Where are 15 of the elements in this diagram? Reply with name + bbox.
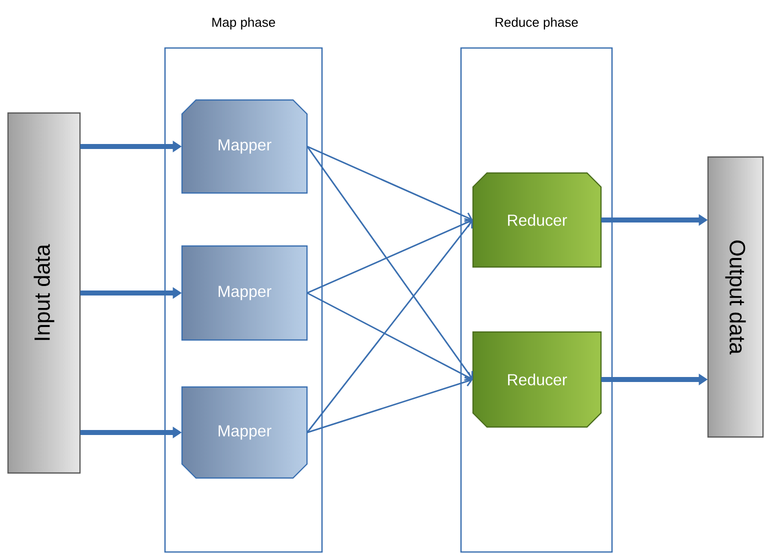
data-box: Output data: [707, 156, 764, 438]
reducer-box: Reducer: [472, 331, 602, 428]
arrow: [306, 220, 473, 433]
mapper-box: Mapper: [181, 386, 308, 479]
arrow: [306, 376, 473, 434]
arrow: [306, 292, 473, 381]
mapper-box: Mapper: [181, 245, 308, 341]
node-label: Map phase: [212, 17, 276, 30]
arrow: [306, 218, 473, 294]
mapper-box: Mapper: [181, 99, 308, 194]
arrow: [306, 146, 474, 380]
arrow: [306, 146, 473, 222]
node-label: Reduce phase: [496, 17, 578, 30]
data-box: Input data: [7, 112, 81, 474]
reducer-box: Reducer: [472, 172, 602, 268]
